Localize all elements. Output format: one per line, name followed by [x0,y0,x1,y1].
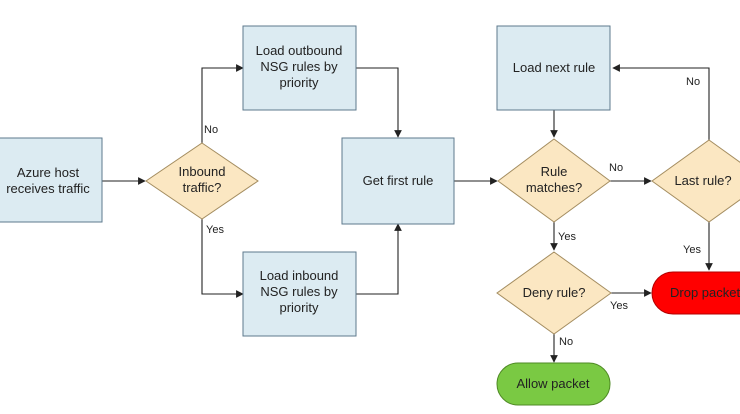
node-load-next-rule: Load next rule [496,25,611,111]
node-drop-packet: Drop packet [651,271,740,315]
node-load-inbound-line-3: priority [279,300,319,315]
node-inbound-traffic-line-2: traffic? [183,180,222,195]
node-drop-packet-shape [651,271,740,315]
label-last-yes: Yes [683,244,701,256]
node-deny-rule: Deny rule? [496,251,612,335]
node-azure-host: Azure host receives traffic [0,137,103,223]
edge-outbound-to-first-rule [356,67,402,138]
node-last-rule: Last rule? [651,139,740,223]
node-inbound-traffic-line-1: Inbound [179,164,226,179]
node-rule-matches-line-1: Rule [541,164,568,179]
label-deny-yes: Yes [610,300,628,312]
node-deny-rule-shape [496,251,612,335]
label-inbound-no: No [204,124,218,136]
connectors [102,64,713,363]
edge-inbound-rules-to-first-rule [356,223,402,295]
label-inbound-yes: Yes [206,224,224,236]
node-drop-packet-label: Drop packet [670,285,740,300]
label-matches-no: No [609,162,623,174]
node-load-next-rule-label: Load next rule [513,60,595,75]
node-get-first-rule-shape [341,137,455,225]
label-last-no: No [686,76,700,88]
node-allow-packet: Allow packet [496,362,611,406]
node-azure-host-line-2: receives traffic [6,181,90,196]
node-rule-matches: Rule matches? [497,138,611,223]
edge-inbound-no-to-outbound [201,64,244,143]
edge-last-no-to-next-rule [612,64,710,140]
node-allow-packet-label: Allow packet [517,376,590,391]
label-matches-yes: Yes [558,231,576,243]
node-load-outbound-line-3: priority [279,75,319,90]
node-get-first-rule: Get first rule [341,137,455,225]
node-load-inbound-line-1: Load inbound [260,268,339,283]
node-azure-host-line-1: Azure host [17,165,80,180]
node-get-first-rule-label: Get first rule [363,173,434,188]
node-azure-host-shape [0,137,103,223]
node-inbound-traffic-shape [145,142,259,220]
node-load-inbound-line-2: NSG rules by [260,284,338,299]
node-inbound-traffic: Inbound traffic? [145,142,259,220]
edge-inbound-yes-to-inbound-rules [201,219,244,298]
node-last-rule-label: Last rule? [674,173,731,188]
node-load-outbound-shape [242,25,357,111]
node-last-rule-shape [651,139,740,223]
node-load-outbound-line-1: Load outbound [256,43,343,58]
node-rule-matches-line-2: matches? [526,180,582,195]
edge-labels: No Yes No Yes No Yes Yes No [204,76,701,348]
node-load-outbound-line-2: NSG rules by [260,59,338,74]
node-load-inbound: Load inbound NSG rules by priority [242,251,357,337]
node-load-inbound-shape [242,251,357,337]
node-load-outbound: Load outbound NSG rules by priority [242,25,357,111]
node-rule-matches-shape [497,138,611,223]
label-deny-no: No [559,336,573,348]
node-deny-rule-label: Deny rule? [523,285,586,300]
node-allow-packet-shape [496,362,611,406]
node-load-next-rule-shape [496,25,611,111]
